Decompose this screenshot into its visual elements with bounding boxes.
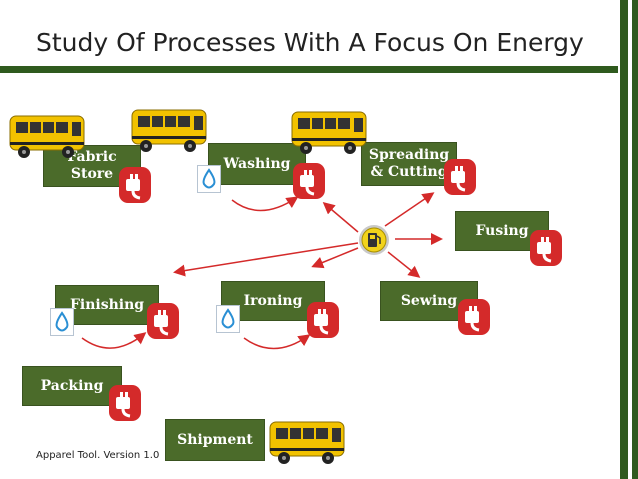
arrow-water-washing <box>231 196 299 212</box>
school-bus-icon <box>9 115 85 158</box>
title-underline-bar <box>0 66 618 73</box>
school-bus-icon <box>269 421 345 464</box>
school-bus-icon <box>291 111 367 154</box>
water-drop-icon <box>197 165 221 193</box>
arrow-fuel-to-finishing <box>173 242 359 277</box>
process-fabric-store: Fabric Store <box>43 145 141 187</box>
process-packing: Packing <box>22 366 122 406</box>
electric-plug-icon <box>293 163 325 199</box>
electric-plug-icon <box>530 230 562 266</box>
electric-plug-icon <box>147 303 179 339</box>
arrow-fuel-to-ironing <box>311 247 359 269</box>
electric-plug-icon <box>109 385 141 421</box>
water-drop-icon <box>50 308 74 336</box>
arrow-fuel-to-washing <box>322 202 359 233</box>
footer-version: Apparel Tool. Version 1.0 <box>36 450 160 461</box>
school-bus-icon <box>131 109 207 152</box>
arrow-fuel-to-spreading <box>384 192 435 227</box>
process-spreading-cutting: Spreading & Cutting <box>361 142 457 186</box>
electric-plug-icon <box>444 159 476 195</box>
electric-plug-icon <box>119 167 151 203</box>
electric-plug-icon <box>458 299 490 335</box>
water-drop-icon <box>216 305 240 333</box>
fuel-pump-icon <box>359 225 389 255</box>
electric-plug-icon <box>307 302 339 338</box>
process-finishing: Finishing <box>55 285 159 325</box>
right-border-stripe <box>628 0 632 479</box>
page-title: Study Of Processes With A Focus On Energ… <box>36 28 584 57</box>
arrow-water-ironing <box>243 334 311 350</box>
arrow-fuel-to-sewing <box>387 251 421 278</box>
process-washing: Washing <box>208 143 306 185</box>
process-fusing: Fusing <box>455 211 549 251</box>
process-shipment: Shipment <box>165 419 265 461</box>
arrow-water-finishing <box>81 332 147 349</box>
